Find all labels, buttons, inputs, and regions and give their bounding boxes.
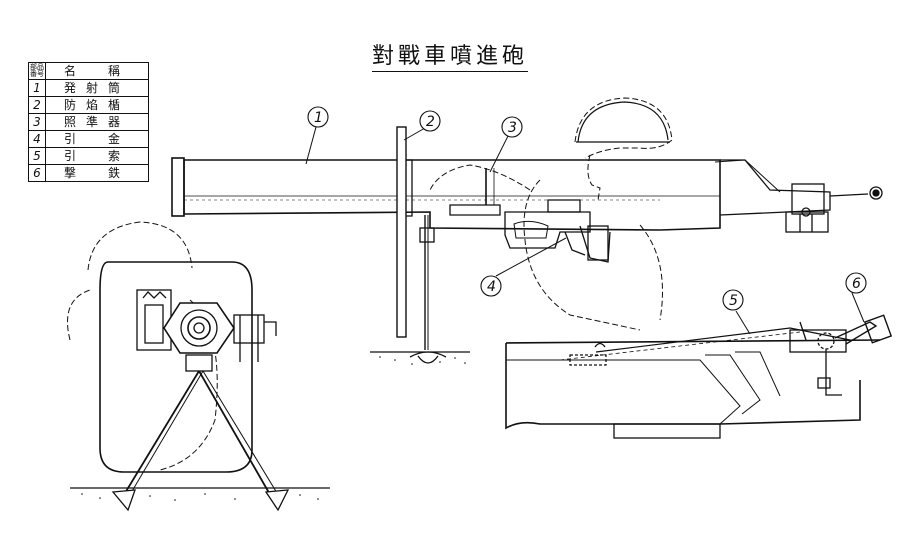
blast-shield [396, 126, 407, 338]
part-number: 5 [28, 147, 46, 165]
table-row: 6 撃 鉄 [28, 164, 149, 182]
table-header: 部品番号 名 稱 [28, 62, 149, 80]
table-row: 3 照準器 [28, 113, 149, 131]
part-name: 発射筒 [45, 79, 149, 97]
callout-3: 3 [508, 120, 517, 136]
launch-tube [183, 159, 721, 231]
part-number: 4 [28, 130, 46, 148]
callout-4: 4 [487, 279, 496, 295]
launcher-side-view [171, 97, 883, 365]
blast-shield-rear [99, 261, 253, 473]
firing-cord [595, 327, 851, 353]
header-part-name: 名 稱 [45, 62, 149, 80]
callout-1: 1 [314, 110, 323, 126]
table-row: 2 防焰楯 [28, 96, 149, 114]
callout-2: 2 [426, 114, 435, 130]
part-number: 3 [28, 113, 46, 131]
part-name: 引 索 [45, 147, 149, 165]
table-row: 4 引 金 [28, 130, 149, 148]
header-part-number: 部品番号 [28, 62, 46, 80]
callout-5: 5 [729, 293, 738, 309]
trigger-assembly [504, 211, 591, 249]
part-name: 照準器 [45, 113, 149, 131]
rear-view [67, 221, 330, 512]
table-row: 1 発射筒 [28, 79, 149, 97]
parts-table: 部品番号 名 稱 1 発射筒 2 防焰楯 3 照準器 4 引 金 5 引 索 6… [28, 62, 149, 182]
part-name: 防焰楯 [45, 96, 149, 114]
table-row: 5 引 索 [28, 147, 149, 165]
callout-6: 6 [852, 276, 861, 292]
part-number: 2 [28, 96, 46, 114]
part-name: 撃 鉄 [45, 164, 149, 182]
part-number: 6 [28, 164, 46, 182]
firing-mechanism-detail [505, 314, 893, 439]
diagram-title: 對戰車噴進砲 [372, 38, 529, 72]
tube-rear-cap [171, 157, 185, 217]
sight [449, 204, 501, 216]
hammer [834, 321, 878, 345]
callout-leaders [305, 126, 865, 335]
part-number: 1 [28, 79, 46, 97]
callout-circles [307, 106, 867, 311]
part-name: 引 金 [45, 130, 149, 148]
